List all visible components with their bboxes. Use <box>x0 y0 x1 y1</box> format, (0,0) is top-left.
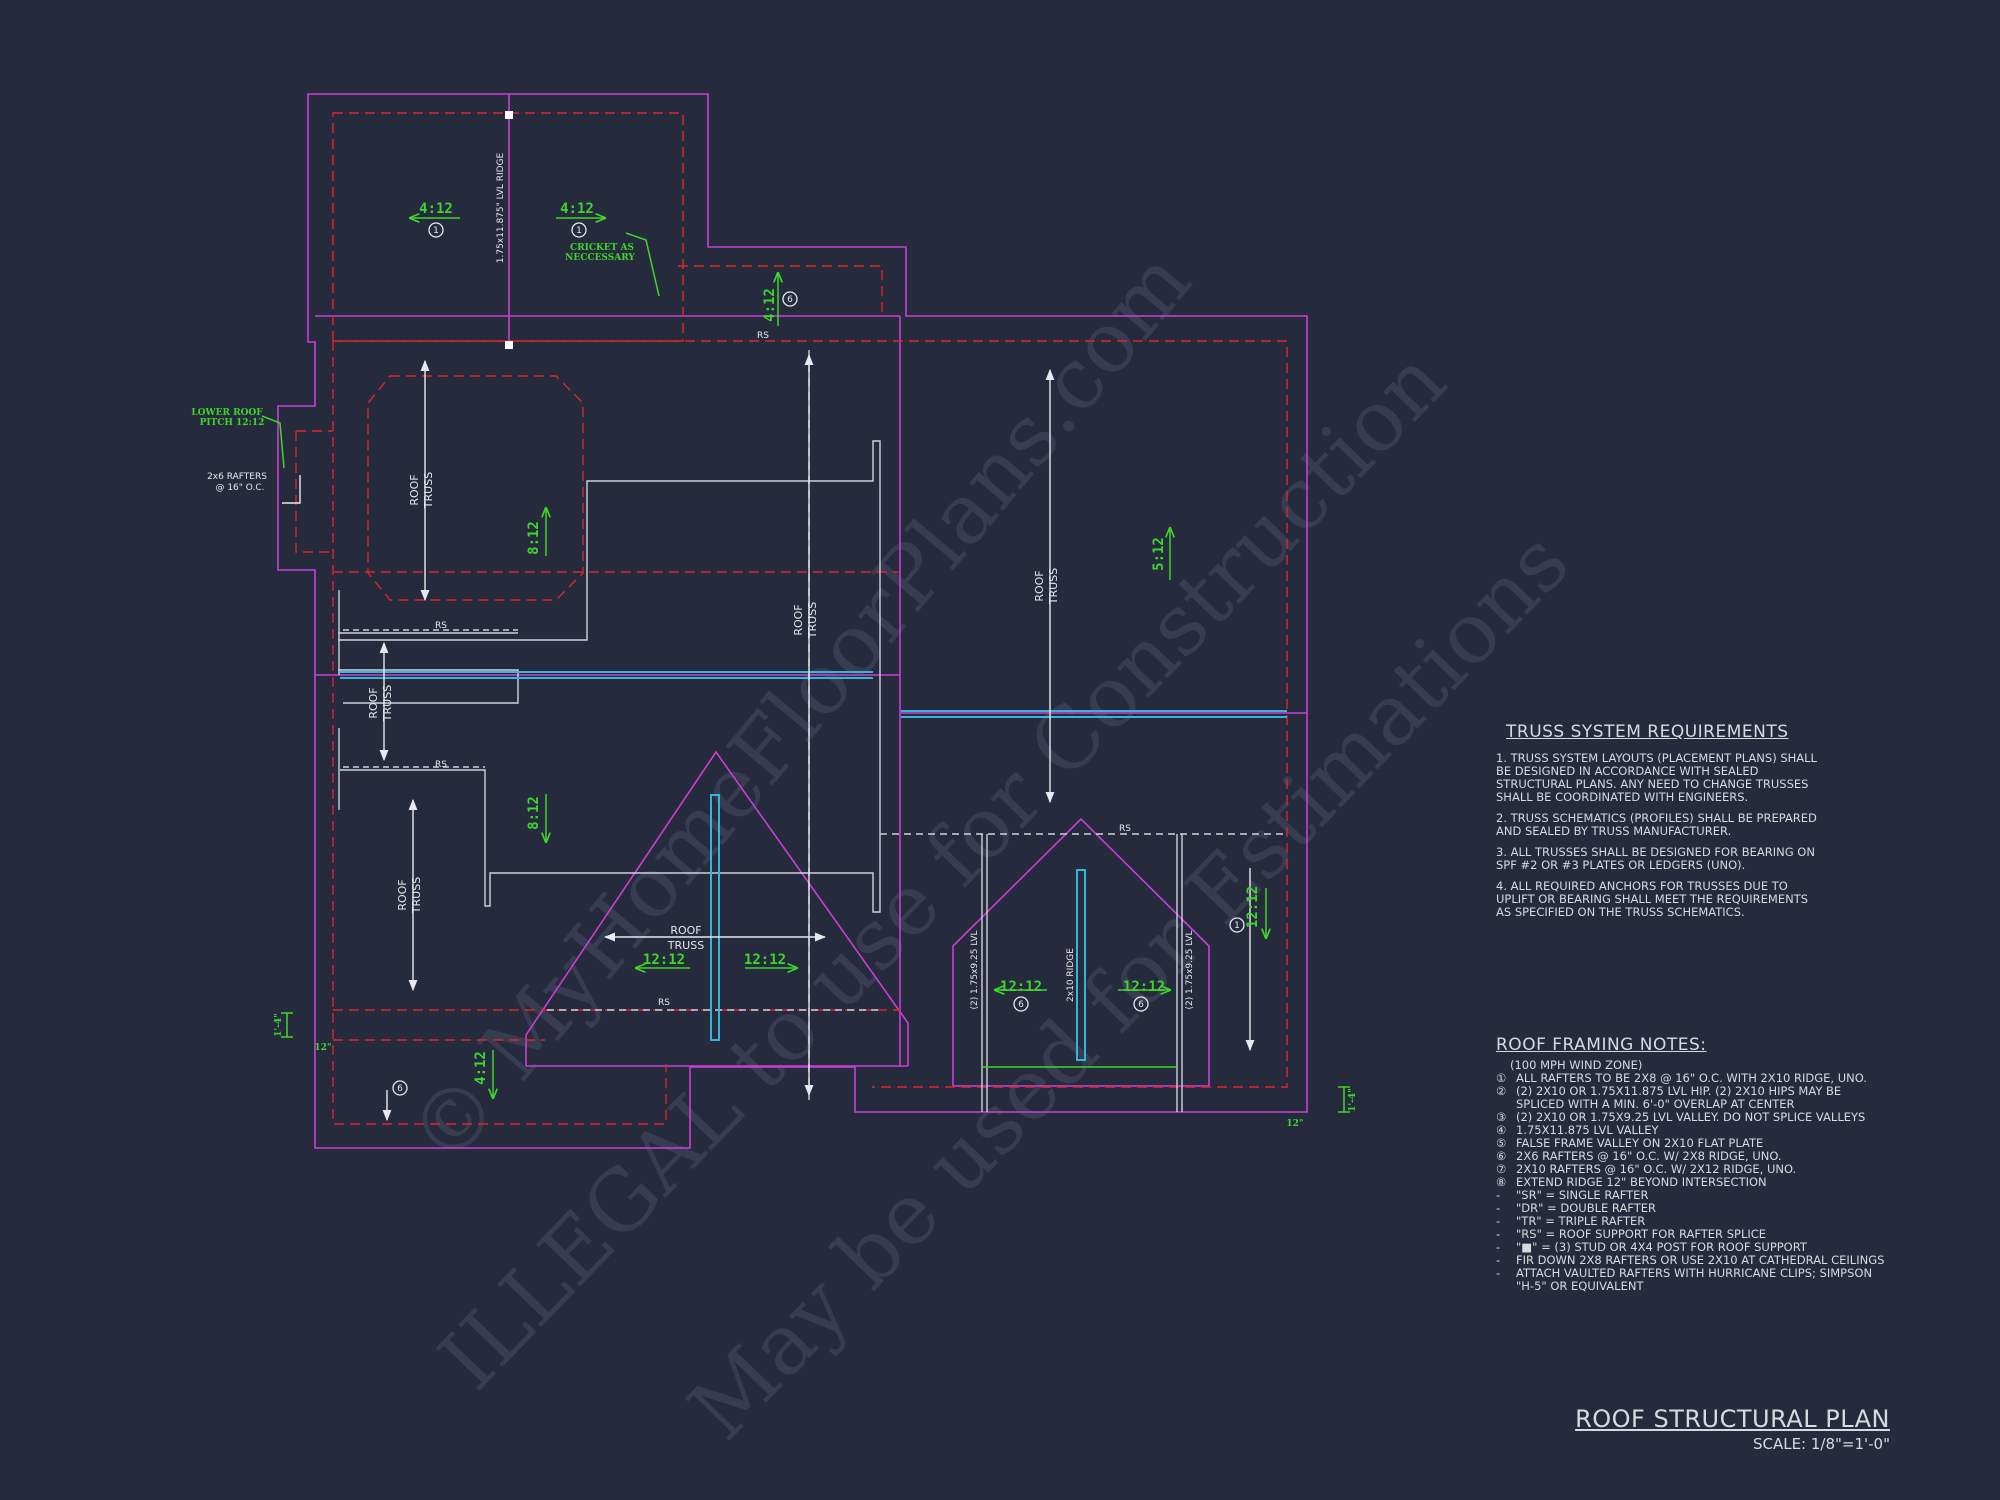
truss-requirements-title: TRUSS SYSTEM REQUIREMENTS <box>1506 722 1789 742</box>
roof-outline <box>277 93 1308 1149</box>
pitch-label: 12:12 <box>744 952 786 968</box>
truss-label-truss: TRUSS <box>667 939 704 952</box>
framing-note-item: -ATTACH VAULTED RAFTERS WITH HURRICANE C… <box>1496 1266 1873 1293</box>
pitch-label: 5:12 <box>1151 537 1167 571</box>
ridge-2x10-label: 2x10 RIDGE <box>1066 948 1076 1002</box>
note-circles <box>392 222 1245 1096</box>
note-6-label: 6 <box>1138 1000 1144 1010</box>
rs-label: RS <box>435 760 447 770</box>
dimension-label: 12" <box>314 1043 331 1053</box>
cricket-note-line2: NECCESSARY <box>565 253 635 263</box>
note-1-label: 1 <box>576 226 582 236</box>
note-1-label: 1 <box>1234 921 1240 931</box>
dimension-label: 12" <box>1286 1119 1303 1129</box>
truss-label-roof: ROOF <box>792 604 805 635</box>
dimension-label: 1'-4" <box>274 1013 284 1037</box>
framing-note-item: -"DR" = DOUBLE RAFTER <box>1496 1201 1656 1215</box>
lower-roof-note-line2: PITCH 12:12 <box>200 418 265 428</box>
rafters-note-line1: 2x6 RAFTERS <box>207 472 267 482</box>
span-arrows <box>282 353 1255 1122</box>
note-6-label: 6 <box>1018 1000 1024 1010</box>
beams <box>340 671 1287 1061</box>
truss-label-truss: TRUSS <box>410 877 423 914</box>
valley-label: (2) 1.75x9.25 LVL <box>970 930 980 1009</box>
pitch-label: 4:12 <box>473 1051 489 1085</box>
drawing-title: ROOF STRUCTURAL PLAN <box>1575 1405 1890 1433</box>
pitch-label: 12:12 <box>1123 979 1165 995</box>
truss-requirements-notes: TRUSS SYSTEM REQUIREMENTS 1. TRUSS SYSTE… <box>1496 722 1826 927</box>
pitch-label: 12:12 <box>1000 979 1042 995</box>
rs-label: RS <box>1119 824 1131 834</box>
roof-ridges-valleys <box>338 350 1285 1112</box>
truss-label-truss: TRUSS <box>1047 568 1060 605</box>
dimension-label: 1'-4" <box>1348 1088 1358 1112</box>
framing-note-item: -"■" = (3) STUD OR 4x4 POST FOR ROOF SUP… <box>1496 1240 1807 1254</box>
truss-requirement-item: 4. ALL REQUIRED ANCHORS FOR TRUSSES DUE … <box>1496 879 1809 919</box>
pitch-label: 12:12 <box>643 952 685 968</box>
framing-note-item: ②(2) 2x10 OR 1.75x11.875 LVL HIP. (2) 2x… <box>1496 1084 1842 1111</box>
roof-framing-notes: ROOF FRAMING NOTES: (100 MPH WIND ZONE) … <box>1496 1035 1886 1293</box>
valley-label: (2) 1.75x9.25 LVL <box>1185 930 1195 1009</box>
truss-requirement-item: 3. ALL TRUSSES SHALL BE DESIGNED FOR BEA… <box>1496 845 1815 872</box>
rs-label: RS <box>757 331 769 341</box>
truss-requirement-item: 2. TRUSS SCHEMATICS (PROFILES) SHALL BE … <box>1496 811 1817 838</box>
pitch-label: 4:12 <box>560 201 594 217</box>
posts <box>505 111 513 349</box>
drawing-scale: SCALE: 1/8"=1'-0" <box>1752 1435 1890 1453</box>
title-block: ROOF STRUCTURAL PLAN SCALE: 1/8"=1'-0" <box>1575 1405 1890 1453</box>
framing-note-item: ⑥2x6 RAFTERS @ 16" O.C. W/ 2x8 RIDGE, UN… <box>1496 1149 1782 1163</box>
truss-label-roof: ROOF <box>1033 570 1046 601</box>
framing-notes-subtitle: (100 MPH WIND ZONE) <box>1510 1058 1643 1072</box>
framing-notes-title: ROOF FRAMING NOTES: <box>1496 1035 1707 1055</box>
framing-note-item: ③(2) 2x10 OR 1.75x9.25 LVL VALLEY. DO NO… <box>1496 1110 1866 1124</box>
note-6-label: 6 <box>397 1084 403 1094</box>
framing-note-item: -"SR" = SINGLE RAFTER <box>1496 1188 1649 1202</box>
framing-note-item: -FIR DOWN 2x8 RAFTERS OR USE 2x10 AT CAT… <box>1496 1253 1885 1267</box>
truss-label-roof: ROOF <box>367 687 380 718</box>
cricket-note-line1: CRICKET AS <box>570 243 634 253</box>
ridge-lvl-label: 1.75x11.875" LVL RIDGE <box>496 152 506 263</box>
pitch-label: 8:12 <box>526 521 542 555</box>
rs-label: RS <box>435 621 447 631</box>
pitch-label: 4:12 <box>762 288 778 322</box>
truss-requirement-item: 1. TRUSS SYSTEM LAYOUTS (PLACEMENT PLANS… <box>1496 751 1817 804</box>
note-6-label: 6 <box>787 295 793 305</box>
note-1-label: 1 <box>433 226 439 236</box>
lower-roof-note-line1: LOWER ROOF <box>191 408 263 418</box>
framing-note-item: -"TR" = TRIPLE RAFTER <box>1496 1214 1646 1228</box>
pitch-arrows <box>261 218 1350 1113</box>
truss-label-roof: ROOF <box>396 879 409 910</box>
truss-label-roof: ROOF <box>670 924 701 937</box>
truss-label-truss: TRUSS <box>422 472 435 509</box>
pitch-label: 8:12 <box>526 796 542 830</box>
rafters-note-line2: @ 16" O.C. <box>215 483 264 493</box>
pitch-label: 12:12 <box>1245 886 1261 928</box>
framing-note-item: ④1.75x11.875 LVL VALLEY <box>1496 1123 1659 1137</box>
truss-label-truss: TRUSS <box>806 602 819 639</box>
pitch-label: 4:12 <box>419 201 453 217</box>
framing-note-item: ⑦2x10 RAFTERS @ 16" O.C. W/ 2x12 RIDGE, … <box>1496 1162 1797 1176</box>
framing-note-item: -"RS" = ROOF SUPPORT FOR RAFTER SPLICE <box>1496 1227 1767 1241</box>
truss-label-roof: ROOF <box>408 474 421 505</box>
rs-label: RS <box>658 998 670 1008</box>
truss-label-truss: TRUSS <box>381 685 394 722</box>
